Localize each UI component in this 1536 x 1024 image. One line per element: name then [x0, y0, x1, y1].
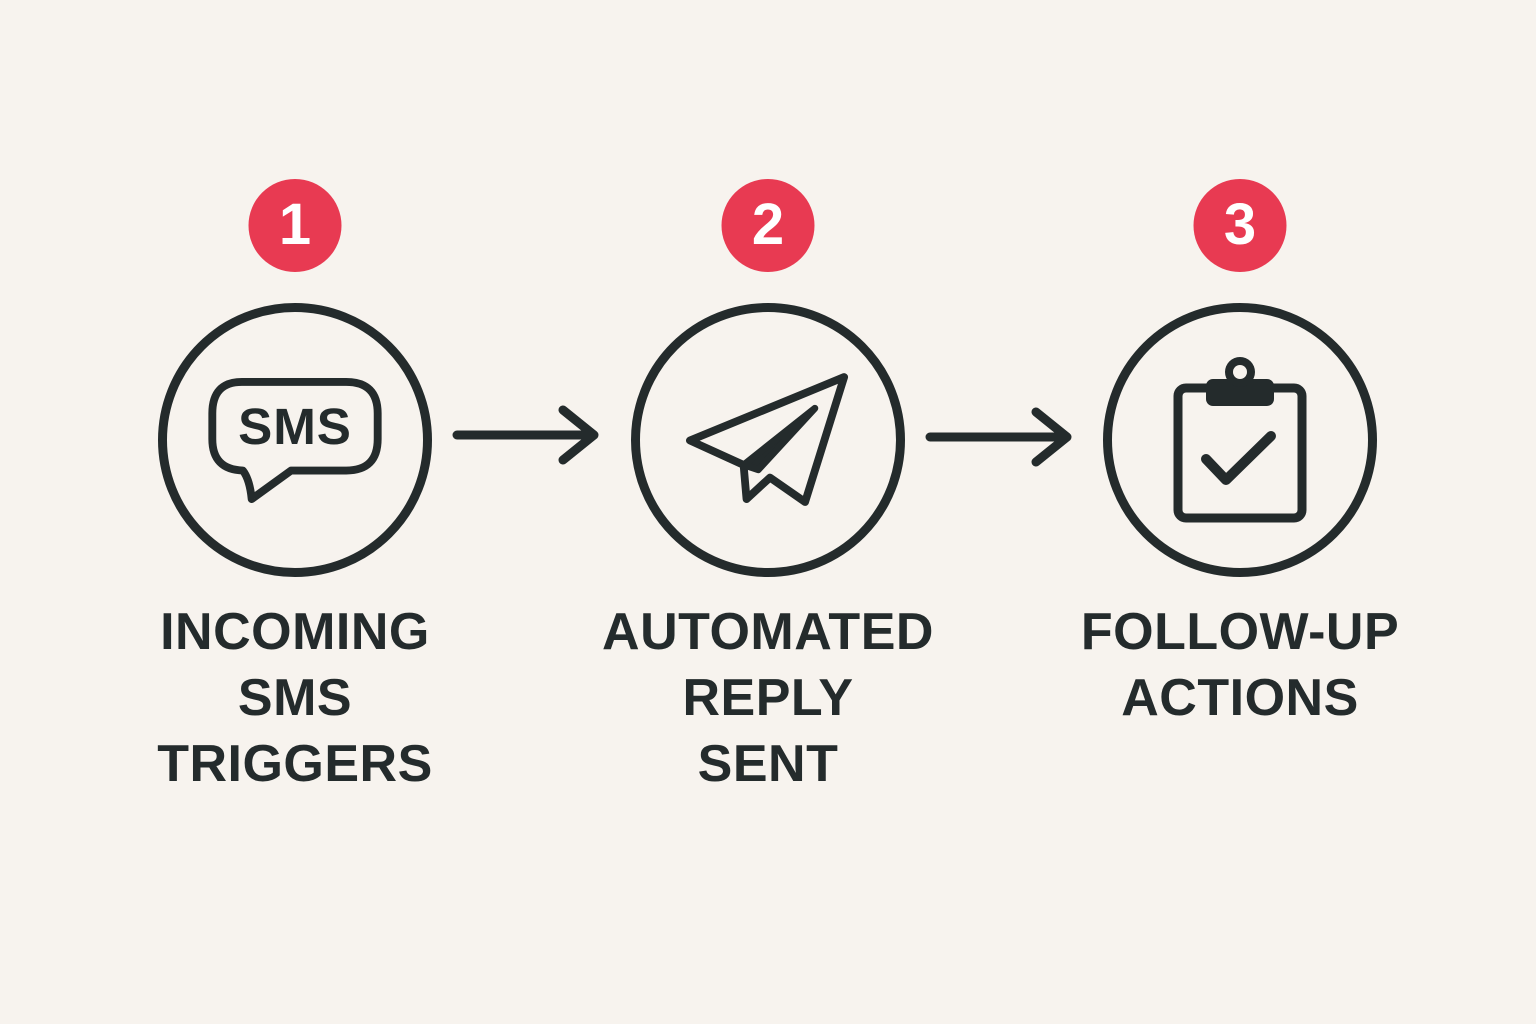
step-3-number-badge: 3: [1193, 179, 1287, 272]
step-1-icon-circle: SMS: [158, 303, 432, 577]
step-2: 2 AUTOMATED REPLY SENT: [568, 0, 968, 1024]
arrow-right-icon: [452, 405, 599, 465]
step-3-number: 3: [1223, 191, 1257, 257]
step-3: 3 FOLLOW-UP ACTIONS: [1040, 0, 1440, 1024]
step-2-number-badge: 2: [721, 179, 815, 272]
step-2-number: 2: [751, 191, 785, 257]
step-1: 1 SMS INCOMING SMS TRIGGERS: [95, 0, 495, 1024]
step-3-icon-circle: [1103, 303, 1377, 577]
step-1-label: INCOMING SMS TRIGGERS: [157, 603, 433, 793]
paper-plane-icon: [686, 372, 849, 506]
sms-message-bubble-icon: SMS: [208, 377, 382, 503]
clipboard-check-icon: [1173, 357, 1307, 523]
step-1-number: 1: [278, 191, 312, 257]
step-2-label: AUTOMATED REPLY SENT: [602, 603, 934, 793]
step-2-icon-circle: [631, 303, 905, 577]
arrow-right-icon: [925, 407, 1072, 467]
sms-bubble-text: SMS: [238, 398, 352, 455]
step-1-number-badge: 1: [248, 179, 342, 272]
step-3-label: FOLLOW-UP ACTIONS: [1080, 603, 1400, 727]
